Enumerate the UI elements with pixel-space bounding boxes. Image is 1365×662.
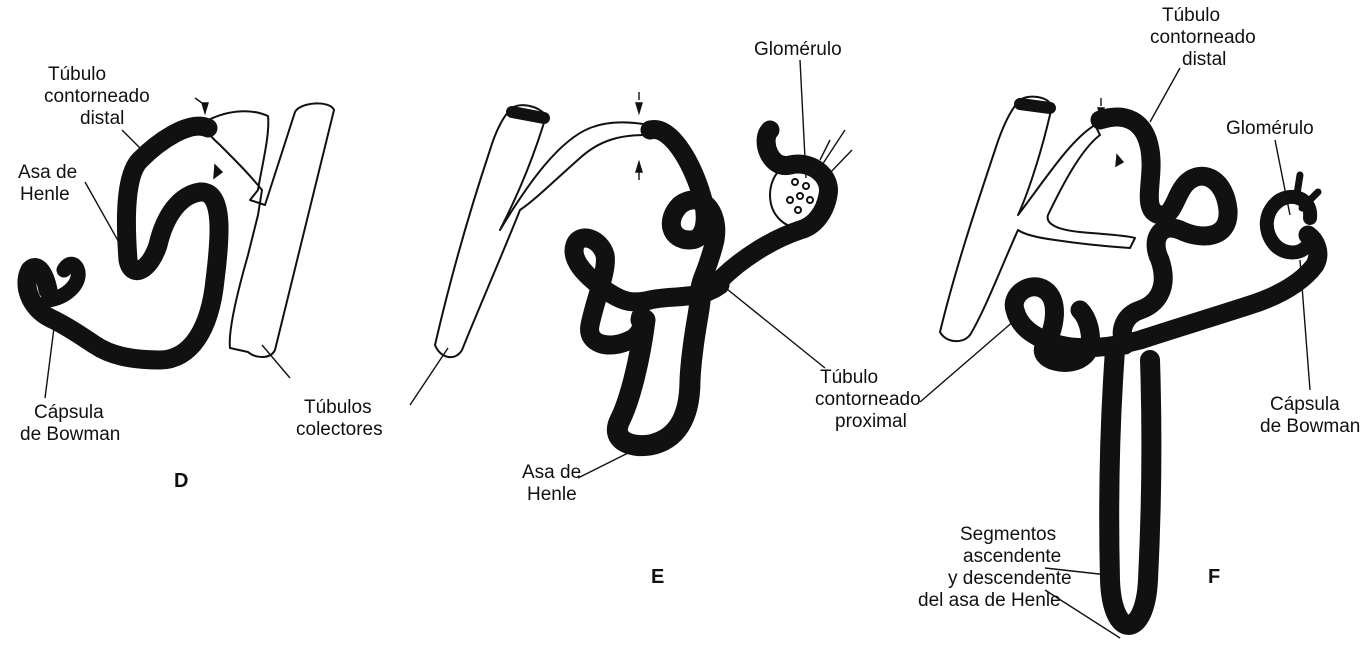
panel-f-label-seg-3: y descendente	[948, 568, 1072, 589]
panel-d-label-tcd-1: Túbulo	[48, 64, 106, 85]
panel-d-label-asa-2: Henle	[20, 184, 70, 205]
panel-e-label-tcp-2: contorneado	[815, 389, 921, 410]
panel-f-label-capsula-1: Cápsula	[1270, 394, 1340, 415]
panel-f-collecting-tubule	[940, 97, 1135, 342]
panel-f-label-seg-1: Segmentos	[960, 524, 1056, 545]
panel-e-collecting-cap	[512, 112, 544, 118]
panel-f-arrow-up	[1116, 155, 1123, 166]
panel-d-label-tubulos-2: colectores	[296, 419, 383, 440]
panel-e-label-tcp-1: Túbulo	[820, 367, 878, 388]
panel-d-label-asa-1: Asa de	[18, 162, 77, 183]
panel-e-arrow-down	[636, 103, 642, 113]
panel-f-label-glomerulo: Glomérulo	[1226, 118, 1314, 139]
panel-d-letter: D	[174, 470, 188, 492]
panel-f-henle-loop	[1109, 350, 1151, 625]
panel-d-arrow-down	[202, 103, 208, 113]
panel-e-label-glomerulo: Glomérulo	[754, 39, 842, 60]
panel-f: Túbulo contorneado distal Glomérulo Cáps…	[918, 5, 1360, 638]
panel-d-label-capsula-2: de Bowman	[20, 424, 120, 445]
panel-e-letter: E	[651, 566, 664, 588]
panel-d-label-tcd-2: contorneado	[44, 86, 150, 107]
panel-e-arrow-up	[636, 162, 642, 172]
panel-e-henle-loop	[617, 300, 700, 446]
panel-d-arrow-up	[214, 165, 222, 178]
panel-f-label-capsula-2: de Bowman	[1260, 416, 1360, 437]
panel-f-label-tcd-3: distal	[1182, 49, 1226, 70]
panel-d-label-capsula-1: Cápsula	[34, 402, 104, 423]
panel-f-glomerulus-capillaries	[1284, 218, 1300, 238]
panel-e-label-tcp-3: proximal	[835, 411, 907, 432]
panel-f-label-seg-4: del asa de Henle	[918, 590, 1061, 611]
panel-e-label-asa-1: Asa de	[522, 462, 581, 483]
panel-f-label-tcd-2: contorneado	[1150, 27, 1256, 48]
panel-e: Glomérulo Túbulo contorneado proximal As…	[410, 39, 921, 588]
panel-f-label-seg-2: ascendente	[963, 546, 1061, 567]
panel-d-label-tcd-3: distal	[80, 108, 124, 129]
panel-e-collecting-tubule	[435, 105, 650, 357]
panel-f-collecting-cap	[1020, 104, 1050, 108]
panel-f-letter: F	[1208, 566, 1220, 588]
panel-e-label-asa-2: Henle	[527, 484, 577, 505]
panel-d: Túbulo contorneado distal Asa de Henle C…	[18, 64, 383, 492]
panel-f-label-tcd-1: Túbulo	[1162, 5, 1220, 26]
panel-d-label-tubulos-1: Túbulos	[304, 397, 372, 418]
